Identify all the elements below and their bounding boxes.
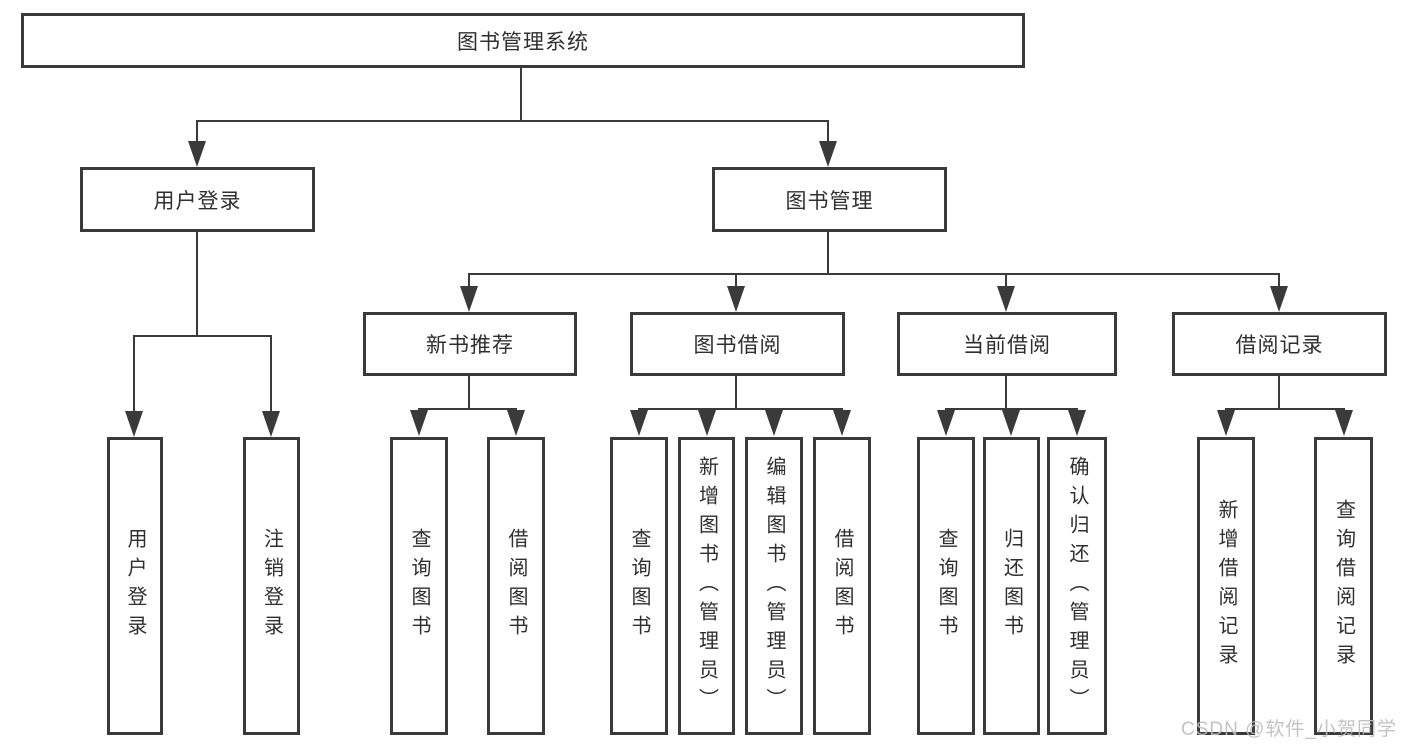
connector-borrow-stem (735, 376, 737, 410)
node-label: 新书推荐 (426, 334, 514, 357)
csdn-watermark: CSDN @软件_小贺同学 (1181, 719, 1397, 740)
node-label: 用户登录 (153, 189, 242, 213)
connector-to-leaf-logout (270, 335, 272, 411)
leaf-add-book-admin: 新增图书（管理员） (678, 437, 735, 735)
leaf-add-borrow-record: 新增借阅记录 (1197, 437, 1255, 735)
node-label: 借阅记录 (1235, 334, 1324, 357)
connector-to-current-borrow (1005, 273, 1007, 288)
node-label: 查询借阅记录 (1332, 499, 1355, 673)
node-label: 确认归还（管理员） (1066, 455, 1088, 717)
node-label: 借阅图书 (505, 528, 527, 644)
leaf-query-book-recommend: 查询图书 (390, 437, 448, 735)
leaf-query-borrow-record: 查询借阅记录 (1314, 437, 1373, 735)
leaf-borrow-book-recommend: 借阅图书 (487, 437, 545, 735)
connector-newbook-split (418, 408, 517, 410)
node-label: 注销登录 (260, 528, 283, 644)
node-label: 当前借阅 (963, 334, 1051, 357)
arrowhead-leaf (1002, 410, 1020, 436)
leaf-logout: 注销登录 (243, 437, 300, 735)
connector-root-stem (520, 68, 522, 122)
node-label: 图书管理系统 (457, 30, 589, 54)
connector-records-split (1225, 408, 1345, 410)
node-label: 查询图书 (628, 528, 650, 644)
node-new-book-recommend: 新书推荐 (363, 312, 577, 376)
connector-to-user-login (196, 120, 198, 142)
arrowhead-book-borrow (727, 286, 745, 312)
connector-records-stem (1278, 376, 1280, 410)
arrowhead-leaf (698, 410, 716, 436)
leaf-query-book-current: 查询图书 (917, 437, 975, 735)
leaf-user-login: 用户登录 (107, 437, 163, 735)
arrowhead-leaf-login (125, 411, 143, 437)
arrowhead-leaf (765, 410, 783, 436)
node-label: 新增借阅记录 (1215, 499, 1237, 673)
arrowhead-leaf (630, 410, 648, 436)
arrowhead-leaf-logout (262, 411, 280, 437)
arrowhead-leaf (507, 410, 525, 436)
connector-level2-split (468, 273, 1280, 275)
node-label: 新增图书（管理员） (695, 455, 718, 717)
connector-login-split (133, 335, 272, 337)
node-user-login: 用户登录 (80, 167, 315, 232)
arrowhead-current-borrow (997, 286, 1015, 312)
connector-current-split (945, 408, 1078, 410)
node-label: 用户登录 (124, 528, 146, 644)
connector-level1-split (196, 120, 829, 122)
arrowhead-leaf (410, 410, 428, 436)
leaf-edit-book-admin: 编辑图书（管理员） (745, 437, 803, 735)
arrowhead-leaf (833, 410, 851, 436)
connector-newbook-stem (468, 376, 470, 410)
arrowhead-leaf (1217, 410, 1235, 436)
arrowhead-borrow-records (1270, 286, 1288, 312)
arrowhead-new-book (460, 286, 478, 312)
node-label: 归还图书 (1000, 528, 1023, 644)
arrowhead-leaf (1068, 410, 1086, 436)
connector-current-stem (1005, 376, 1007, 410)
node-book-borrow: 图书借阅 (630, 312, 845, 376)
node-label: 图书管理 (785, 189, 874, 213)
connector-borrow-split (638, 408, 843, 410)
node-label: 借阅图书 (831, 528, 853, 644)
leaf-return-book: 归还图书 (983, 437, 1040, 735)
arrowhead-leaf (937, 410, 955, 436)
connector-to-leaf-login (133, 335, 135, 411)
node-label: 查询图书 (935, 528, 957, 644)
leaf-borrow-book: 借阅图书 (813, 437, 871, 735)
connector-to-book-borrow (735, 273, 737, 288)
arrowhead-leaf (1335, 410, 1353, 436)
leaf-query-book-borrow: 查询图书 (610, 437, 668, 735)
node-library-system: 图书管理系统 (21, 13, 1025, 68)
node-borrow-records: 借阅记录 (1172, 312, 1387, 376)
node-book-management: 图书管理 (712, 167, 947, 232)
node-label: 编辑图书（管理员） (763, 455, 785, 717)
connector-login-stem (196, 232, 198, 337)
arrowhead-book-mgmt (819, 141, 837, 167)
connector-to-borrow-records (1278, 273, 1280, 288)
connector-mgmt-stem (827, 232, 829, 275)
node-label: 查询图书 (408, 528, 430, 644)
arrowhead-user-login (188, 141, 206, 167)
connector-to-new-book (468, 273, 470, 288)
leaf-confirm-return-admin: 确认归还（管理员） (1047, 437, 1107, 735)
node-label: 图书借阅 (693, 334, 782, 357)
connector-to-book-mgmt (827, 120, 829, 142)
node-current-borrow: 当前借阅 (897, 312, 1117, 376)
